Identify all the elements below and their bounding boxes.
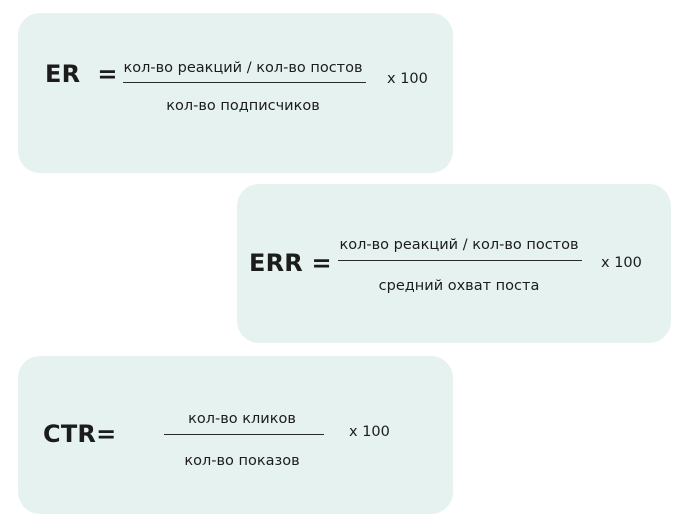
ctr-numerator: кол-во кликов <box>188 411 296 427</box>
err-formula-card: ERR = кол-во реакций / кол-во постов сре… <box>237 184 671 343</box>
err-fraction-bar <box>338 260 582 261</box>
err-numerator: кол-во реакций / кол-во постов <box>339 237 579 253</box>
err-label: ERR = <box>249 249 332 277</box>
er-fraction-bar <box>123 82 366 83</box>
er-numerator: кол-во реакций / кол-во постов <box>123 60 363 76</box>
ctr-formula-card: CTR= кол-во кликов кол-во показов x 100 <box>18 356 453 514</box>
er-denominator: кол-во подписчиков <box>166 98 320 114</box>
err-multiplier: x 100 <box>601 255 642 271</box>
ctr-fraction-bar <box>164 434 324 435</box>
err-denominator: средний охват поста <box>378 278 540 294</box>
ctr-label: CTR= <box>43 420 117 448</box>
er-formula-card: ER = кол-во реакций / кол-во постов кол-… <box>18 13 453 173</box>
er-label: ER = <box>45 60 118 88</box>
er-multiplier: x 100 <box>387 71 428 87</box>
ctr-multiplier: x 100 <box>349 424 390 440</box>
ctr-denominator: кол-во показов <box>184 453 300 469</box>
